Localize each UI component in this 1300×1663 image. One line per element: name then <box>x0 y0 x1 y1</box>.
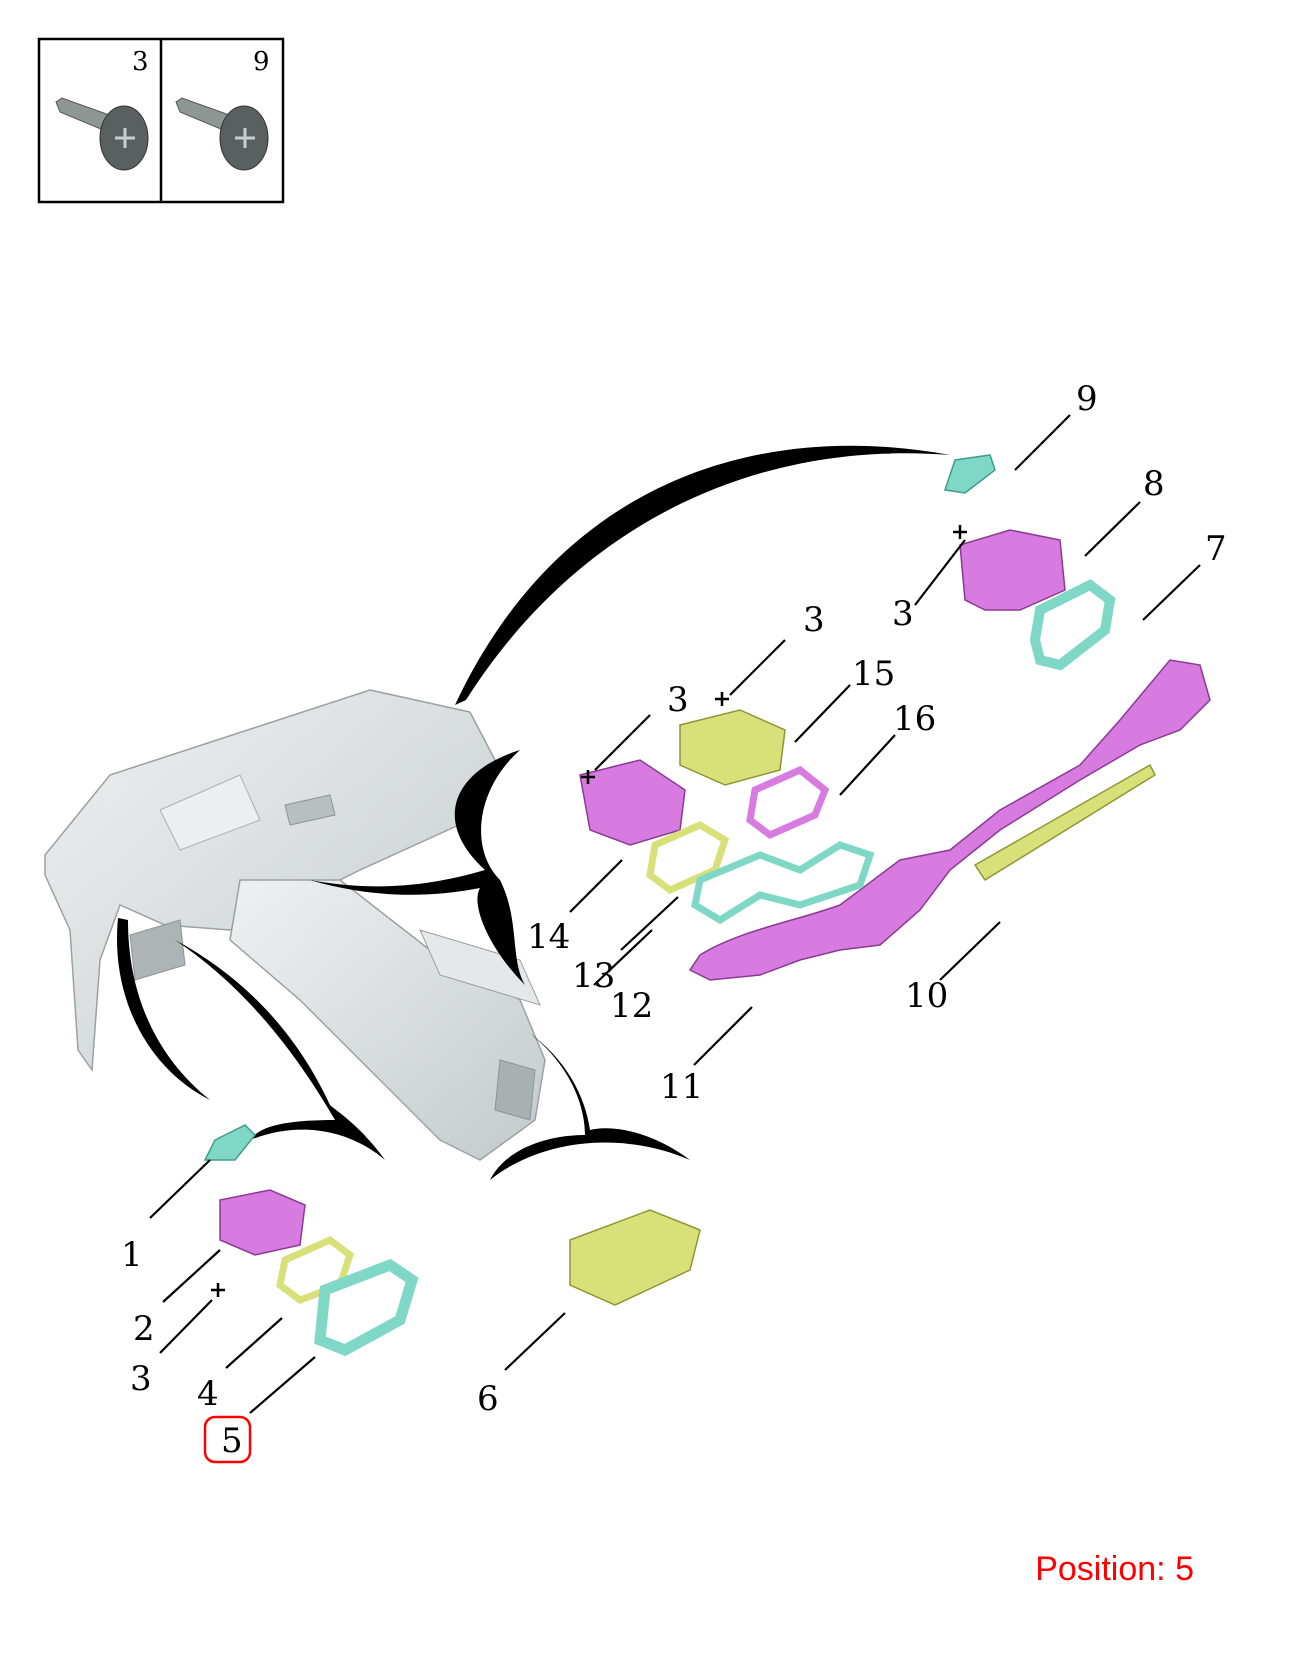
legend-number-3: 3 <box>132 47 149 77</box>
part-9-vent <box>944 454 996 494</box>
screw-icon <box>175 97 269 171</box>
callout-3-center-vent: 3 <box>803 600 825 640</box>
screw-marker-icon <box>715 692 729 706</box>
callout-5[interactable]: 5 <box>221 1421 243 1461</box>
part-15-vent <box>679 709 786 786</box>
callout-7: 7 <box>1205 529 1227 569</box>
screw-marker-icon <box>581 770 595 784</box>
part-12-bezel <box>691 841 875 925</box>
position-indicator: Position: 5 <box>1035 1550 1194 1589</box>
part-11-trim-panel <box>688 659 1211 981</box>
callout-16: 16 <box>893 699 936 739</box>
part-16-bezel <box>746 765 830 840</box>
callout-6: 6 <box>477 1379 499 1419</box>
callout-15: 15 <box>852 654 895 694</box>
callout-9: 9 <box>1076 379 1098 419</box>
part-7-bezel <box>1029 579 1116 671</box>
callout-10: 10 <box>905 976 948 1016</box>
part-2-vent <box>219 1189 306 1256</box>
callout-2: 2 <box>133 1309 155 1349</box>
part-8-vent <box>959 529 1066 611</box>
part-10-strip <box>973 763 1156 882</box>
part-4-bezel <box>276 1235 355 1304</box>
callout-4: 4 <box>197 1374 219 1414</box>
screw-marker-icon <box>953 525 967 539</box>
callout-3-left-vent: 3 <box>667 680 689 720</box>
position-label-text: Position: <box>1035 1550 1166 1588</box>
leader-lines <box>149 414 1201 1414</box>
part-1-vent <box>203 1124 257 1161</box>
position-value: 5 <box>1175 1550 1194 1588</box>
callout-12: 12 <box>610 986 653 1026</box>
callout-1: 1 <box>121 1235 143 1275</box>
swoosh-connectors <box>116 445 950 1180</box>
callout-13: 13 <box>572 956 615 996</box>
part-5-bezel <box>314 1258 419 1357</box>
callout-3-lower: 3 <box>130 1359 152 1399</box>
fastener-legend: 3 9 <box>37 37 285 204</box>
callout-8: 8 <box>1143 464 1165 504</box>
part-14-vent <box>579 759 686 846</box>
legend-number-9: 9 <box>253 47 270 77</box>
screw-icon <box>55 97 149 171</box>
screw-marker-icon <box>211 1283 225 1297</box>
part-6-vent <box>569 1209 701 1306</box>
highlight-box <box>203 1415 252 1464</box>
callout-3-upper-right: 3 <box>892 594 914 634</box>
dashboard-illustration <box>44 689 546 1161</box>
callout-14: 14 <box>527 917 570 957</box>
callout-11: 11 <box>660 1067 703 1107</box>
